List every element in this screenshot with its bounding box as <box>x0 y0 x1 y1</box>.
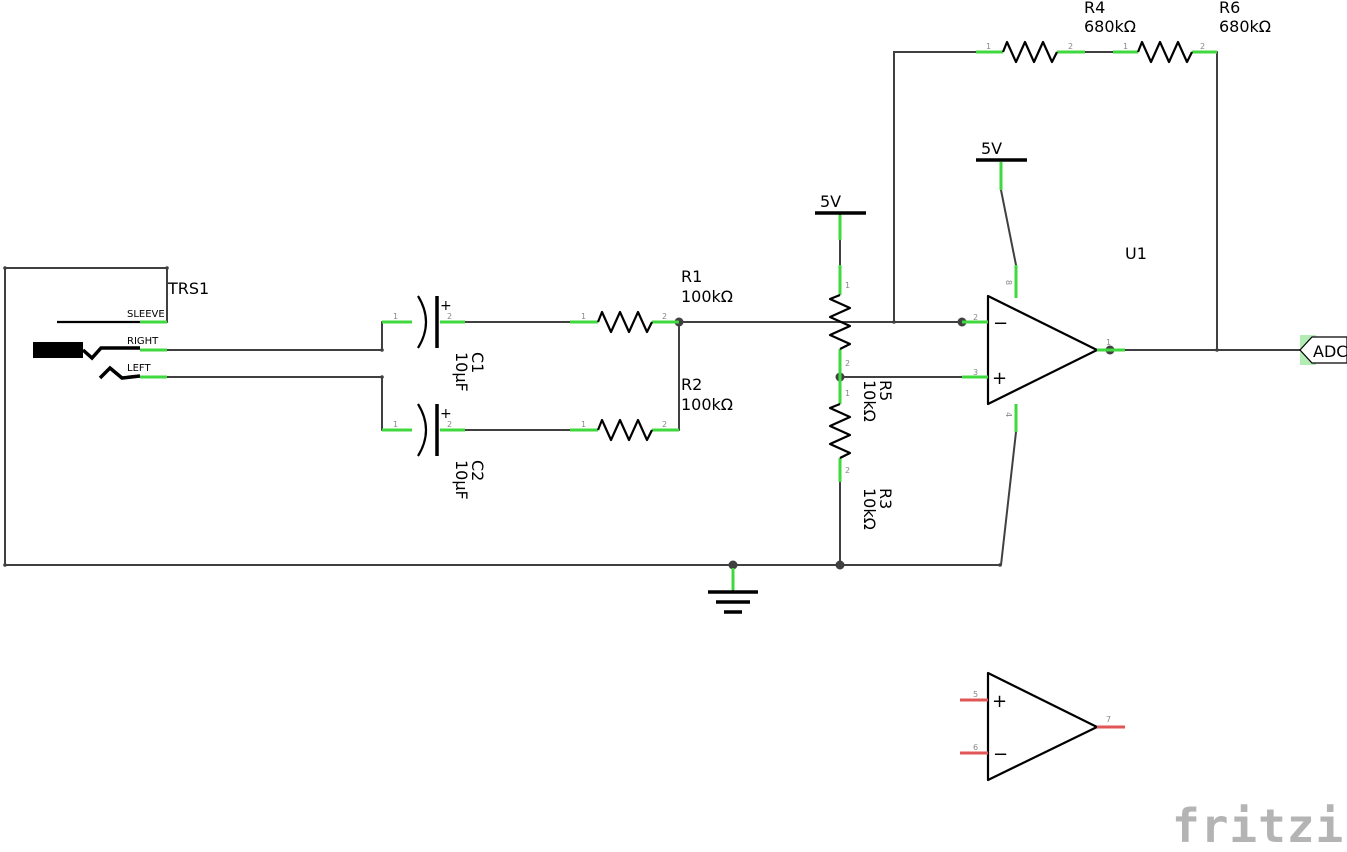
r5-name: R5 <box>876 380 895 401</box>
svg-text:1: 1 <box>1123 42 1128 51</box>
resistor-r5: 1 2 R5 10kΩ <box>828 265 895 422</box>
r1-name: R1 <box>681 267 702 286</box>
capacitor-c2: + 1 2 C2 10µF <box>382 403 487 500</box>
svg-text:1: 1 <box>986 42 991 51</box>
svg-text:1: 1 <box>845 281 850 290</box>
supply-mid-label: 5V <box>820 192 841 211</box>
opamp-u1a: − + 2 3 1 8 4 U1 <box>962 244 1147 432</box>
svg-text:4: 4 <box>1004 412 1013 417</box>
c1-name: C1 <box>468 352 487 373</box>
c1-value: 10µF <box>452 352 471 392</box>
svg-text:2: 2 <box>845 359 850 368</box>
adc-net-label: ADC <box>1299 335 1347 365</box>
svg-text:+: + <box>440 406 452 422</box>
svg-text:2: 2 <box>1200 42 1205 51</box>
opamp-plus: + <box>992 368 1007 389</box>
svg-text:1: 1 <box>581 312 586 321</box>
svg-text:2: 2 <box>447 420 452 429</box>
svg-text:+: + <box>440 298 452 314</box>
capacitor-c1: + 1 2 C1 10µF <box>382 295 487 392</box>
trs-label: TRS1 <box>167 279 209 298</box>
r4-value: 680kΩ <box>1084 17 1136 36</box>
svg-text:7: 7 <box>1106 715 1111 724</box>
supply-5v-mid: 5V <box>815 192 866 240</box>
r5-value: 10kΩ <box>860 380 879 422</box>
svg-text:5: 5 <box>973 690 978 699</box>
resistor-r3: 1 2 R3 10kΩ <box>828 377 895 530</box>
r4-name: R4 <box>1084 0 1105 17</box>
svg-text:1: 1 <box>581 420 586 429</box>
supply-opamp-label: 5V <box>981 139 1002 158</box>
svg-text:2: 2 <box>662 312 667 321</box>
r1-value: 100kΩ <box>681 287 733 306</box>
opamp-b-minus: − <box>993 744 1008 765</box>
r2-name: R2 <box>681 375 702 394</box>
adc-label: ADC <box>1313 342 1347 361</box>
supply-5v-opamp: 5V <box>976 139 1027 190</box>
svg-text:1: 1 <box>393 312 398 321</box>
opamp-minus: − <box>993 313 1008 334</box>
r6-value: 680kΩ <box>1219 17 1271 36</box>
svg-text:2: 2 <box>662 420 667 429</box>
svg-text:2: 2 <box>1068 42 1073 51</box>
r2-value: 100kΩ <box>681 395 733 414</box>
opamp-u1b: + − 5 6 7 <box>960 671 1125 782</box>
svg-text:1: 1 <box>1106 338 1111 347</box>
svg-text:2: 2 <box>447 312 452 321</box>
junctions <box>3 266 1219 570</box>
r6-name: R6 <box>1219 0 1240 17</box>
svg-text:2: 2 <box>845 466 850 475</box>
r3-value: 10kΩ <box>860 488 879 530</box>
ground-symbol <box>708 568 758 614</box>
svg-text:3: 3 <box>973 368 978 377</box>
trs-jack: TRS1 SLEEVE RIGHT LEFT <box>33 279 209 380</box>
resistor-r6: 1 2 R6 680kΩ <box>1113 0 1271 64</box>
trs-sleeve-label: SLEEVE <box>127 309 165 320</box>
c2-value: 10µF <box>452 460 471 500</box>
u1-label: U1 <box>1125 244 1147 263</box>
trs-right-label: RIGHT <box>127 336 159 347</box>
svg-text:1: 1 <box>845 389 850 398</box>
svg-text:2: 2 <box>973 313 978 322</box>
r3-name: R3 <box>876 488 895 509</box>
fritzing-watermark: fritzing <box>1172 799 1347 852</box>
svg-text:6: 6 <box>973 743 978 752</box>
resistor-r2: 1 2 R2 100kΩ <box>570 375 733 442</box>
resistor-r4: 1 2 R4 680kΩ <box>976 0 1136 64</box>
svg-text:8: 8 <box>1004 280 1013 285</box>
c2-name: C2 <box>468 460 487 481</box>
resistor-r1: 1 2 R1 100kΩ <box>570 267 733 334</box>
trs-left-label: LEFT <box>127 363 151 374</box>
svg-text:1: 1 <box>393 420 398 429</box>
opamp-b-plus: + <box>992 691 1007 712</box>
